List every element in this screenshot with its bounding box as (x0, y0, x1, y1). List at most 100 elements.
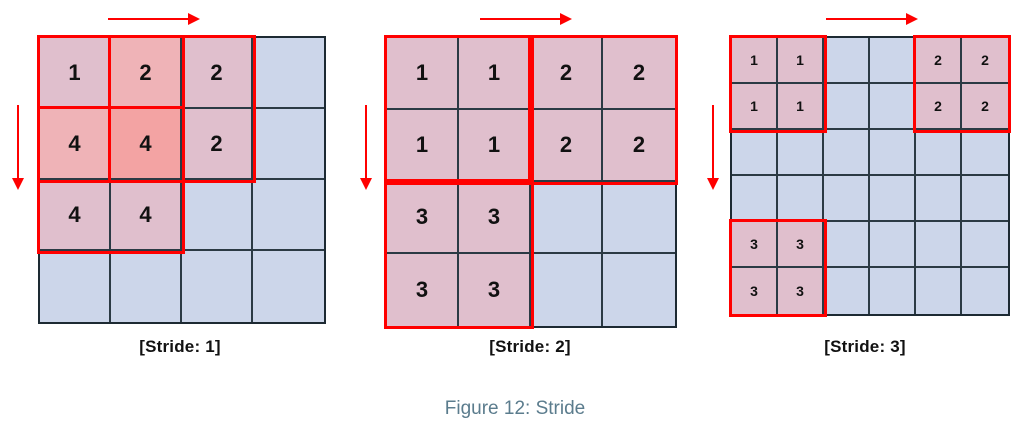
grid-cell (916, 176, 962, 222)
arrow-head (188, 13, 200, 25)
grid-cell (253, 180, 324, 251)
grid-cell (40, 251, 111, 322)
arrow-shaft (108, 18, 189, 20)
grid-cell (916, 222, 962, 268)
grid-cell: 1 (459, 38, 531, 110)
stride-down-arrow (359, 105, 373, 190)
grid-cell (603, 254, 675, 326)
grid-cell (870, 222, 916, 268)
grid-cell: 4 (111, 109, 182, 180)
grid-cell: 2 (531, 38, 603, 110)
grid-cell: 2 (962, 84, 1008, 130)
grid-cell: 3 (732, 222, 778, 268)
grid-cell: 2 (603, 38, 675, 110)
grid-cell: 1 (778, 84, 824, 130)
grid-cell (870, 268, 916, 314)
stride-label: [Stride: 2] (489, 337, 571, 356)
grid-cell: 3 (387, 182, 459, 254)
grid-cell (870, 130, 916, 176)
grid-cell: 1 (732, 38, 778, 84)
grid-cell (870, 84, 916, 130)
grid-cell (962, 268, 1008, 314)
grid-cell: 4 (111, 180, 182, 251)
grid-cell (824, 268, 870, 314)
arrow-head (12, 178, 24, 190)
stride-label: [Stride: 1] (139, 337, 221, 356)
grid-cell: 3 (778, 222, 824, 268)
grid-cell (824, 38, 870, 84)
grid-cell (778, 176, 824, 222)
grid-cell (962, 222, 1008, 268)
grid-cell (962, 130, 1008, 176)
arrow-shaft (480, 18, 561, 20)
grid-cell: 2 (531, 110, 603, 182)
figure-caption: Figure 12: Stride (444, 398, 586, 419)
grid-cell (962, 176, 1008, 222)
grid-cell (182, 251, 253, 322)
grid-cell: 3 (459, 182, 531, 254)
stride-right-arrow (826, 12, 918, 26)
grid-cell (916, 130, 962, 176)
grid-cell: 2 (111, 38, 182, 109)
grid-cell: 2 (916, 84, 962, 130)
arrow-shaft (17, 105, 19, 179)
grid-cell (870, 38, 916, 84)
grid-cell (111, 251, 182, 322)
arrow-head (360, 178, 372, 190)
grid-cell: 3 (459, 254, 531, 326)
grid-cell (824, 84, 870, 130)
arrow-shaft (712, 105, 714, 179)
grid-cell: 1 (778, 38, 824, 84)
stride-down-arrow (706, 105, 720, 190)
grid-cell (253, 251, 324, 322)
stride-down-arrow (11, 105, 25, 190)
grid-cell: 3 (732, 268, 778, 314)
grid-cell (778, 130, 824, 176)
arrow-shaft (826, 18, 907, 20)
grid-cell (732, 130, 778, 176)
grid-cell: 2 (916, 38, 962, 84)
grid-cell: 2 (182, 38, 253, 109)
grid-cell: 2 (603, 110, 675, 182)
grid-cell (824, 176, 870, 222)
grid-cell (824, 130, 870, 176)
grid-cell: 1 (459, 110, 531, 182)
grid-cell: 2 (182, 109, 253, 180)
stride-label: [Stride: 3] (824, 337, 906, 356)
arrow-head (906, 13, 918, 25)
grid-cell (253, 109, 324, 180)
grid-row (40, 251, 324, 322)
grid-cell: 2 (962, 38, 1008, 84)
grid-cell (603, 182, 675, 254)
grid-cell: 1 (732, 84, 778, 130)
grid-row (732, 130, 1008, 176)
grid-cell: 1 (40, 38, 111, 109)
grid-cell: 4 (40, 180, 111, 251)
arrow-head (707, 178, 719, 190)
grid-cell: 3 (387, 254, 459, 326)
grid-cell: 3 (778, 268, 824, 314)
grid-cell: 4 (40, 109, 111, 180)
grid-row (732, 176, 1008, 222)
grid-cell (531, 182, 603, 254)
arrow-head (560, 13, 572, 25)
stride-right-arrow (108, 12, 200, 26)
grid-cell (824, 222, 870, 268)
grid-cell (870, 176, 916, 222)
arrow-shaft (365, 105, 367, 179)
grid-cell (253, 38, 324, 109)
